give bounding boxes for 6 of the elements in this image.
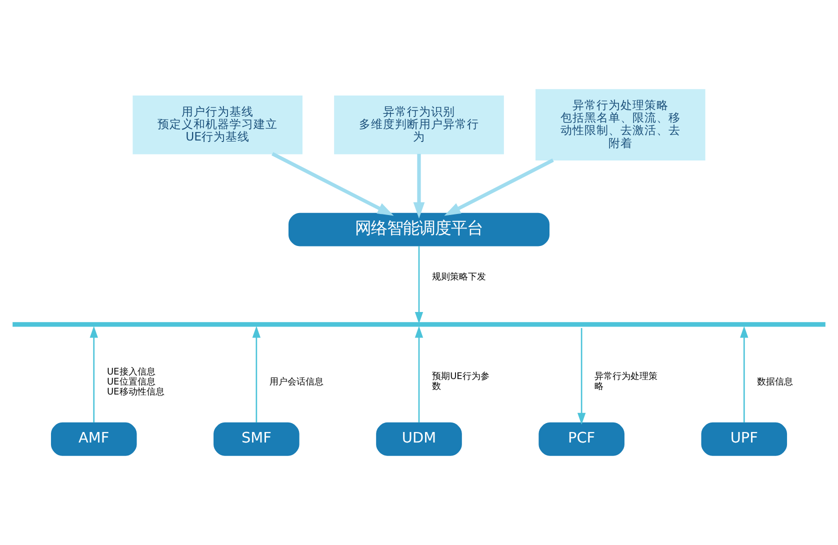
edge-label: 规则策略下发: [432, 272, 486, 283]
edge-label: 预期UE行为参数: [432, 372, 490, 392]
edge-label: UE接入信息 UE位置信息 UE移动性信息: [106, 368, 164, 398]
edge-label: 异常行为处理策略: [594, 372, 658, 392]
edge-label: 用户会话信息: [270, 377, 324, 388]
edge-label: 数据信息: [756, 377, 793, 388]
